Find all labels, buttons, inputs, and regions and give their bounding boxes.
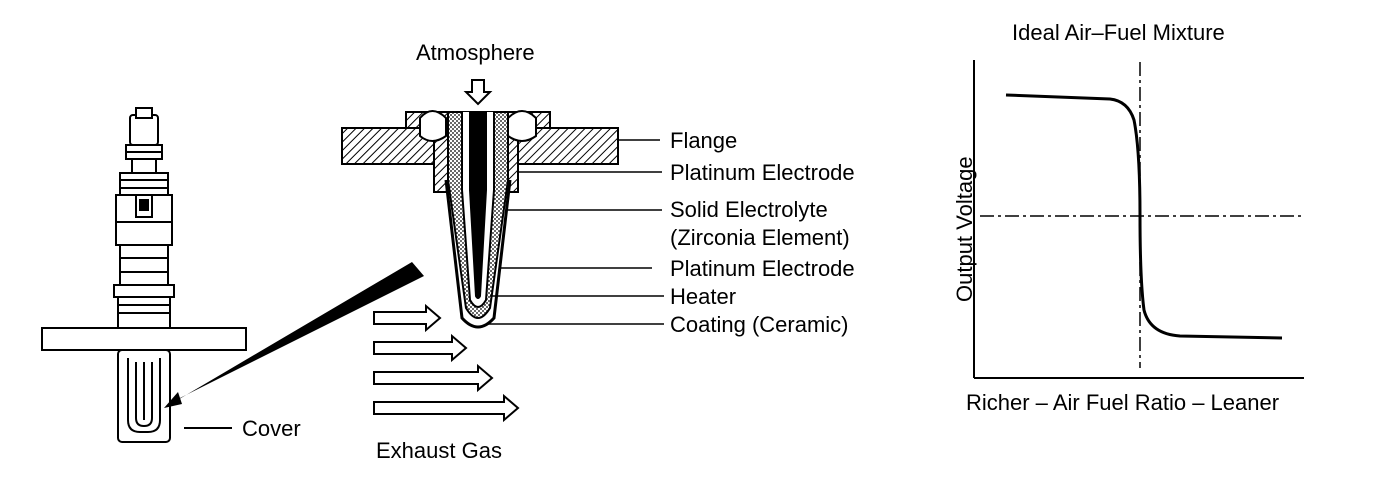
flange-label: Flange [670, 128, 738, 153]
output-curve [1005, 93, 1283, 340]
graph-x-label: Richer – Air Fuel Ratio – Leaner [966, 390, 1280, 415]
cover-label: Cover [242, 416, 301, 441]
exhaust-gas-label: Exhaust Gas [376, 438, 502, 463]
platinum-electrode-outer-label: Platinum Electrode [670, 160, 855, 185]
atmosphere-label: Atmosphere [416, 40, 535, 65]
zirconia-element-label: (Zirconia Element) [670, 225, 850, 250]
sensor-assembly [41, 107, 247, 443]
pointer-wedge [164, 262, 424, 408]
exhaust-arrows [373, 303, 520, 423]
graph-title: Ideal Air–Fuel Mixture [1012, 20, 1225, 45]
coating-label: Coating (Ceramic) [670, 312, 849, 337]
platinum-electrode-inner-label: Platinum Electrode [670, 256, 855, 281]
leader-lines [488, 139, 664, 325]
voltage-graph [973, 60, 1304, 379]
sensor-cross-section [341, 79, 619, 329]
heater-label: Heater [670, 284, 737, 309]
graph-y-label: Output Voltage [952, 156, 977, 302]
solid-electrolyte-label: Solid Electrolyte [670, 197, 828, 222]
